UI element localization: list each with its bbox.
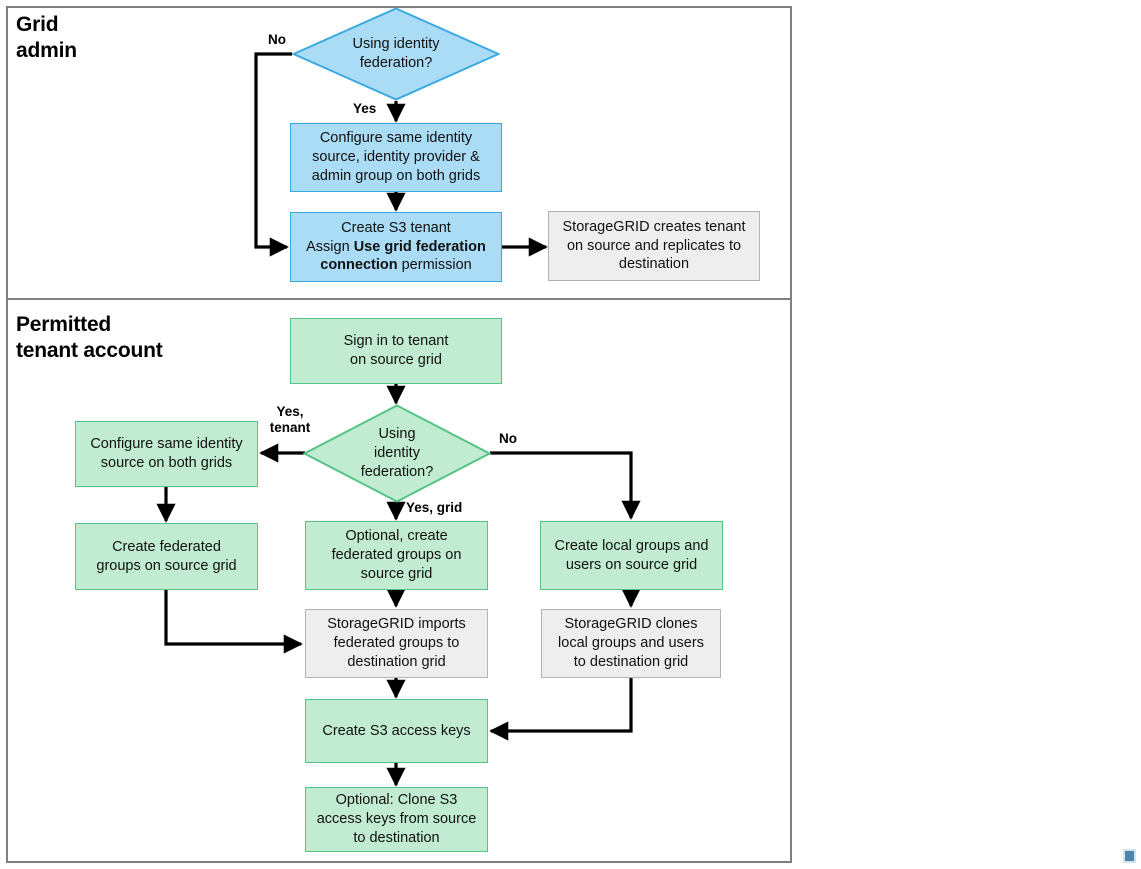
configure-admin-line3: admin group on both grids: [311, 167, 481, 184]
node-optional-create-federated-groups[interactable]: Optional, create federated groups on sou…: [305, 521, 488, 590]
sg-clones-line1: StorageGRID clones: [564, 616, 698, 633]
sg-imports-line1: StorageGRID imports: [327, 616, 466, 633]
configure-tenant-line1: Configure same identity: [90, 436, 243, 453]
optional-federated-line3: source grid: [360, 565, 433, 582]
lane-title-permitted-tenant-account: Permitted tenant account: [16, 313, 163, 362]
swimlane-permitted-tenant-account: [6, 298, 792, 863]
clone-keys-line2: access keys from source: [316, 811, 477, 828]
node-storagegrid-clones-local-groups: StorageGRID clones local groups and user…: [541, 609, 721, 678]
decision-using-identity-federation-tenant[interactable]: Using identity federation?: [303, 404, 491, 503]
create-tenant-permission-bold-2: connection: [320, 257, 398, 274]
optional-federated-line2: federated groups on: [331, 547, 462, 564]
decision-using-identity-federation-admin[interactable]: Using identity federation?: [292, 7, 500, 101]
node-configure-same-identity-source-admin[interactable]: Configure same identity source, identity…: [290, 123, 502, 192]
sg-creates-line3: destination: [618, 256, 690, 273]
edge-label-admin-no: No: [268, 32, 286, 47]
corner-artifact: [1123, 849, 1136, 863]
node-storagegrid-creates-tenant: StorageGRID creates tenant on source and…: [548, 211, 760, 281]
sg-creates-line1: StorageGRID creates tenant: [562, 218, 746, 235]
create-local-line1: Create local groups and: [554, 537, 709, 554]
sg-imports-line2: federated groups to: [333, 635, 460, 652]
node-optional-clone-s3-access-keys[interactable]: Optional: Clone S3 access keys from sour…: [305, 787, 488, 852]
node-create-local-groups-and-users[interactable]: Create local groups and users on source …: [540, 521, 723, 590]
edge-label-tenant-yes-tenant: Yes, tenant: [269, 404, 311, 435]
configure-tenant-line2: source on both grids: [100, 455, 233, 471]
create-tenant-line1: Create S3 tenant: [341, 219, 451, 236]
sg-creates-line2: on source and replicates to: [566, 237, 742, 254]
optional-federated-line1: Optional, create: [345, 528, 448, 545]
create-tenant-line2-pre: Assign: [306, 238, 354, 255]
clone-keys-line1: Optional: Clone S3: [335, 792, 458, 809]
node-configure-same-identity-source-tenant[interactable]: Configure same identity source on both g…: [75, 421, 258, 487]
signin-line2: on source grid: [350, 352, 442, 368]
create-tenant-line3-post: permission: [397, 257, 472, 274]
create-keys-line1: Create S3 access keys: [322, 722, 471, 739]
node-storagegrid-imports-federated-groups: StorageGRID imports federated groups to …: [305, 609, 488, 678]
create-tenant-permission-bold-1: Use grid federation: [353, 238, 486, 255]
create-federated-line2: groups on source grid: [96, 557, 237, 574]
edge-label-tenant-no: No: [499, 431, 517, 446]
node-create-federated-groups[interactable]: Create federated groups on source grid: [75, 523, 258, 590]
configure-admin-line1: Configure same identity: [319, 130, 473, 147]
node-sign-in-to-tenant[interactable]: Sign in to tenant on source grid: [290, 318, 502, 384]
node-create-s3-access-keys[interactable]: Create S3 access keys: [305, 699, 488, 763]
clone-keys-line3: to destination: [353, 829, 440, 846]
node-create-s3-tenant[interactable]: Create S3 tenant Assign Use grid federat…: [290, 212, 502, 282]
edge-label-admin-yes: Yes: [353, 101, 377, 116]
sg-clones-line2: local groups and users: [558, 635, 704, 652]
create-local-line2: users on source grid: [565, 556, 698, 573]
swimlane-grid-admin: [6, 6, 792, 298]
signin-line1: Sign in to tenant: [343, 333, 449, 350]
lane-title-grid-admin: Grid admin: [16, 13, 77, 62]
create-federated-line1: Create federated: [112, 538, 221, 555]
configure-admin-line2: source, identity provider &: [312, 149, 480, 166]
sg-imports-line3: destination grid: [347, 653, 446, 670]
sg-clones-line3: to destination grid: [573, 653, 689, 670]
edge-label-tenant-yes-grid: Yes, grid: [406, 500, 463, 515]
